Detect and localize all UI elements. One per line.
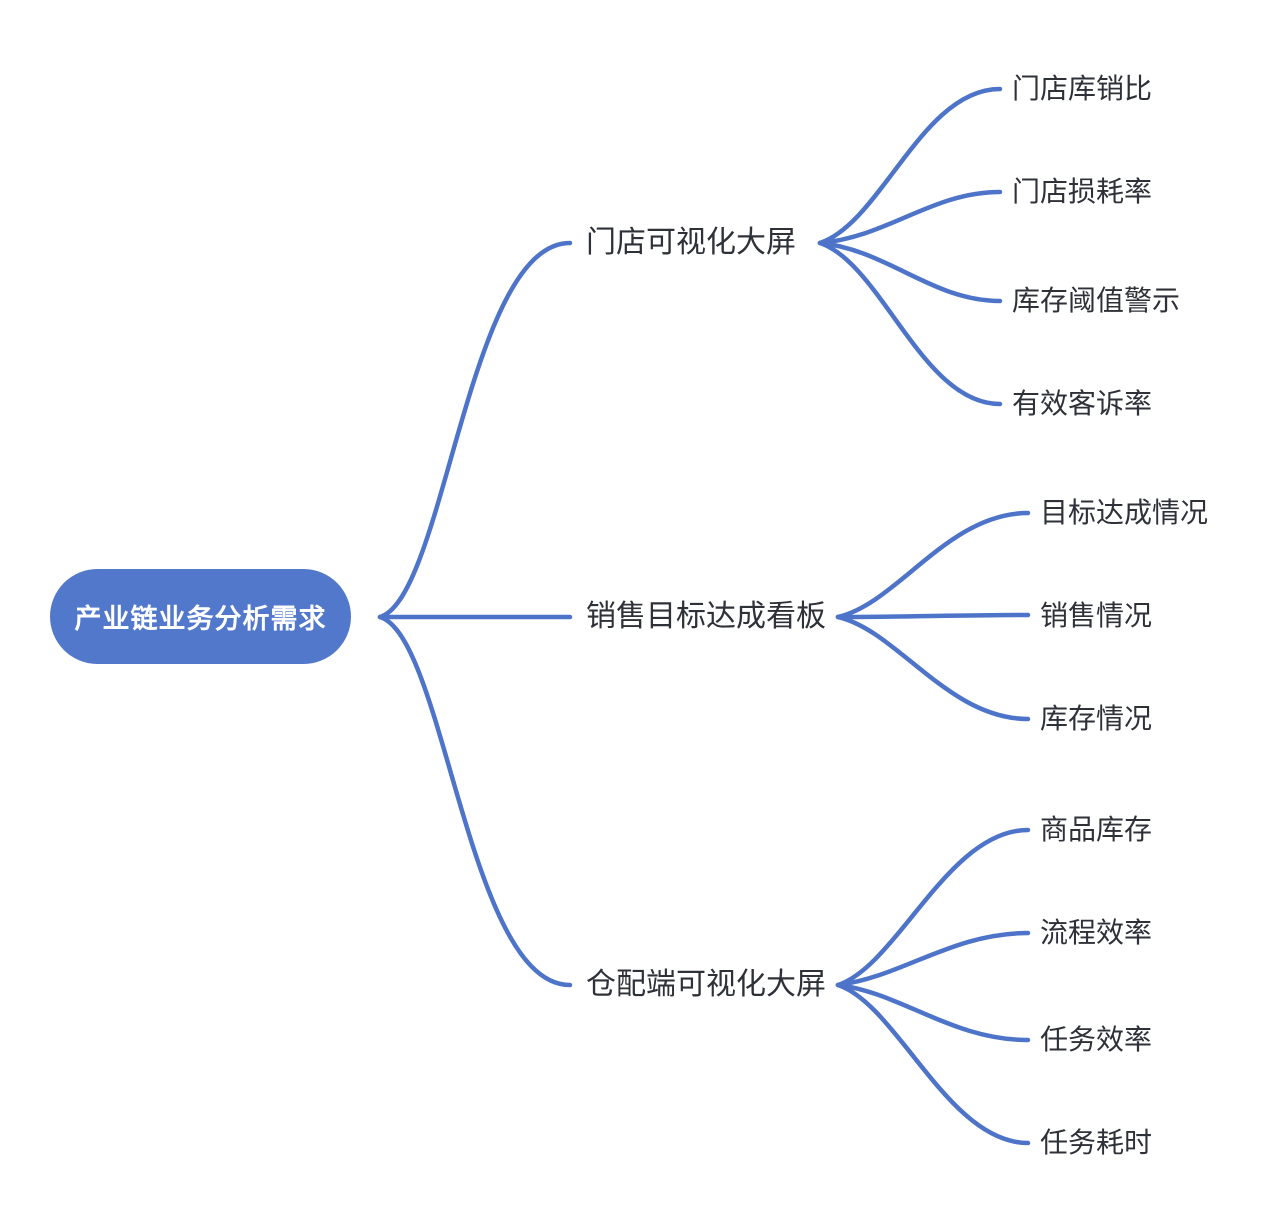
- connector-branch3-leaf3: [835, 982, 1031, 1043]
- leaf-node[interactable]: 库存情况: [1040, 703, 1153, 734]
- root-node[interactable]: 产业链业务分析需求: [50, 569, 351, 664]
- connector-root-branch1: [377, 240, 573, 620]
- leaf-node[interactable]: 门店库销比: [1012, 73, 1153, 104]
- leaf-node[interactable]: 目标达成情况: [1040, 497, 1209, 528]
- connector-root-branch3: [377, 614, 573, 988]
- leaf-node[interactable]: 任务耗时: [1040, 1127, 1153, 1158]
- leaf-node[interactable]: 库存阈值警示: [1012, 285, 1181, 316]
- connector-branch2-leaf2: [835, 612, 1031, 620]
- branch-node-sales-target-board[interactable]: 销售目标达成看板: [586, 600, 826, 633]
- branch-node-store-dashboard[interactable]: 门店可视化大屏: [586, 226, 796, 259]
- leaf-node[interactable]: 销售情况: [1040, 600, 1153, 631]
- connector-branch3-leaf4: [835, 982, 1031, 1146]
- connector-branch1-leaf1: [817, 86, 1003, 246]
- leaf-node[interactable]: 商品库存: [1040, 814, 1153, 845]
- leaf-node[interactable]: 任务效率: [1040, 1024, 1153, 1055]
- connector-branch1-leaf3: [817, 240, 1003, 304]
- connector-branch3-leaf2: [835, 930, 1031, 988]
- branch-node-warehouse-dashboard[interactable]: 仓配端可视化大屏: [586, 968, 826, 1001]
- root-node-label: 产业链业务分析需求: [74, 604, 327, 634]
- leaf-node[interactable]: 门店损耗率: [1012, 176, 1153, 207]
- connector-branch2-leaf3: [835, 614, 1031, 722]
- leaf-node[interactable]: 有效客诉率: [1012, 388, 1153, 419]
- leaf-node[interactable]: 流程效率: [1040, 917, 1153, 948]
- connector-branch1-leaf2: [817, 189, 1003, 246]
- connector-branch3-leaf1: [835, 827, 1031, 988]
- connector-branch2-leaf1: [835, 510, 1031, 620]
- connector-branch1-leaf4: [817, 240, 1003, 407]
